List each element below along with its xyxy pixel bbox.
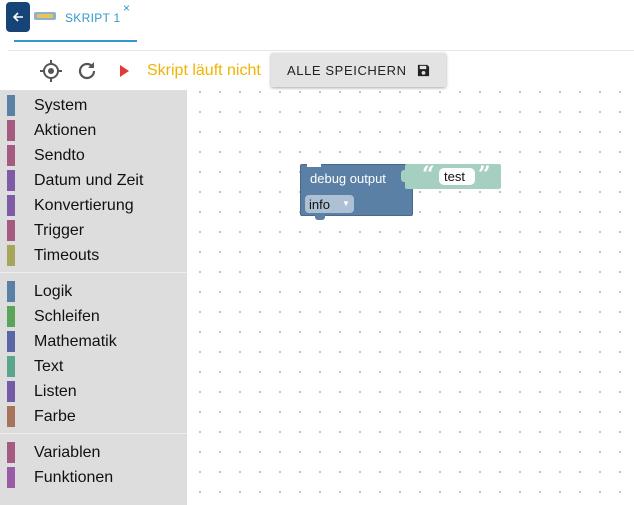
play-icon[interactable] bbox=[112, 59, 136, 83]
blockly-script-icon bbox=[34, 12, 56, 20]
save-all-button[interactable]: ALLE SPEICHERN bbox=[271, 53, 446, 87]
open-quote-icon: “ bbox=[422, 162, 435, 188]
category-logik[interactable]: Logik bbox=[0, 279, 187, 304]
close-icon[interactable]: × bbox=[123, 1, 131, 15]
category-color-bar bbox=[7, 95, 15, 116]
category-system[interactable]: System bbox=[0, 93, 187, 118]
category-aktionen[interactable]: Aktionen bbox=[0, 118, 187, 143]
text-value-field[interactable]: test bbox=[439, 168, 475, 185]
debug-output-block[interactable]: debug output info ▼ bbox=[300, 164, 413, 220]
category-mathematik[interactable]: Mathematik bbox=[0, 329, 187, 354]
category-color-bar bbox=[7, 120, 15, 141]
category-color-bar bbox=[7, 220, 15, 241]
log-level-value: info bbox=[309, 197, 330, 212]
category-color-bar bbox=[7, 442, 15, 463]
category-variablen[interactable]: Variablen bbox=[0, 440, 187, 465]
active-tab-indicator bbox=[14, 40, 137, 42]
category-color-bar bbox=[7, 281, 15, 302]
category-label: System bbox=[34, 97, 88, 114]
category-sendto[interactable]: Sendto bbox=[0, 143, 187, 168]
blockly-workspace[interactable] bbox=[187, 90, 634, 505]
category-separator bbox=[0, 433, 187, 434]
category-text[interactable]: Text bbox=[0, 354, 187, 379]
category-color-bar bbox=[7, 467, 15, 488]
category-label: Konvertierung bbox=[34, 197, 134, 214]
category-datum-und-zeit[interactable]: Datum und Zeit bbox=[0, 168, 187, 193]
tab-label: SKRIPT 1 bbox=[65, 11, 121, 25]
category-label: Trigger bbox=[34, 222, 85, 239]
category-label: Farbe bbox=[34, 408, 76, 425]
category-label: Aktionen bbox=[34, 122, 97, 139]
chevron-down-icon: ▼ bbox=[342, 199, 350, 208]
category-label: Text bbox=[34, 358, 64, 375]
arrow-left-icon bbox=[12, 12, 23, 22]
category-label: Listen bbox=[34, 383, 77, 400]
close-quote-icon: ” bbox=[478, 162, 491, 188]
toolbar: Skript läuft nicht ALLE SPEICHERN bbox=[8, 50, 634, 90]
log-level-dropdown[interactable]: info ▼ bbox=[305, 195, 354, 213]
category-farbe[interactable]: Farbe bbox=[0, 404, 187, 429]
category-color-bar bbox=[7, 331, 15, 352]
refresh-icon[interactable] bbox=[75, 59, 99, 83]
category-funktionen[interactable]: Funktionen bbox=[0, 465, 187, 490]
category-color-bar bbox=[7, 356, 15, 377]
category-listen[interactable]: Listen bbox=[0, 379, 187, 404]
save-icon bbox=[417, 64, 430, 77]
category-konvertierung[interactable]: Konvertierung bbox=[0, 193, 187, 218]
category-trigger[interactable]: Trigger bbox=[0, 218, 187, 243]
block-notch bbox=[307, 164, 321, 167]
category-color-bar bbox=[7, 170, 15, 191]
tab-bar: SKRIPT 1 × bbox=[0, 0, 634, 44]
category-color-bar bbox=[7, 306, 15, 327]
category-label: Logik bbox=[34, 283, 73, 300]
category-label: Variablen bbox=[34, 444, 101, 461]
target-icon[interactable] bbox=[39, 59, 63, 83]
tab-skript-1[interactable]: SKRIPT 1 × bbox=[30, 0, 137, 42]
text-value-block[interactable]: “ test ” bbox=[401, 162, 501, 189]
category-color-bar bbox=[7, 245, 15, 266]
category-label: Schleifen bbox=[34, 308, 100, 325]
category-color-bar bbox=[7, 195, 15, 216]
block-output-connector bbox=[401, 170, 406, 182]
save-all-label: ALLE SPEICHERN bbox=[287, 63, 407, 78]
block-title: debug output bbox=[310, 171, 386, 186]
category-label: Sendto bbox=[34, 147, 85, 164]
category-label: Mathematik bbox=[34, 333, 117, 350]
category-timeouts[interactable]: Timeouts bbox=[0, 243, 187, 268]
category-color-bar bbox=[7, 406, 15, 427]
block-connector bbox=[315, 215, 325, 220]
text-value: test bbox=[444, 169, 465, 184]
script-status-text: Skript läuft nicht bbox=[147, 62, 261, 79]
category-separator bbox=[0, 272, 187, 273]
block-category-sidebar: System Aktionen Sendto Datum und Zeit Ko… bbox=[0, 90, 187, 505]
back-button[interactable] bbox=[6, 2, 30, 32]
category-color-bar bbox=[7, 381, 15, 402]
category-color-bar bbox=[7, 145, 15, 166]
category-label: Funktionen bbox=[34, 469, 114, 486]
category-label: Datum und Zeit bbox=[34, 172, 144, 189]
category-label: Timeouts bbox=[34, 247, 100, 264]
category-schleifen[interactable]: Schleifen bbox=[0, 304, 187, 329]
